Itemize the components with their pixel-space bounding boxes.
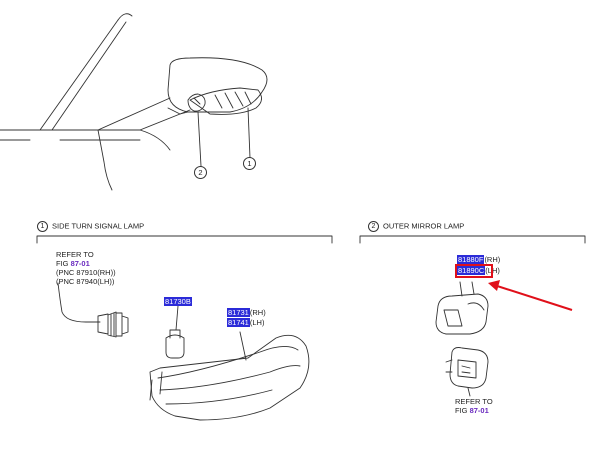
lh-suffix: (LH) [249,318,265,327]
callout-2-leader [197,111,202,167]
part-link-81890c[interactable]: 81890C [457,266,486,275]
highlight-box [455,264,493,278]
refer-to-label-right: REFER TO [455,397,493,406]
rh-suffix: (RH) [249,308,266,317]
fig-prefix: FIG [455,406,470,415]
mirror-lamp-shape [435,281,489,335]
part-link-81741[interactable]: 81741 [227,318,250,327]
wiring-harness [57,282,129,338]
part-number-lamp-lh[interactable]: 81741(LH) [227,318,264,327]
part-link-81730b[interactable]: 81730B [164,297,192,306]
part-link-81880f[interactable]: 81880F [457,255,485,264]
section-number-2: 2 [368,221,379,232]
pnc-lh-label: (PNC 87940(LH)) [56,277,115,286]
fig-link-87-01[interactable]: 87-01 [70,259,90,268]
part-number-mirror-rh[interactable]: 81880F(RH) [457,255,500,264]
mirror-housing [167,57,268,115]
section-outer-mirror: 2 OUTER MIRROR LAMP [368,221,464,232]
annotation-arrow [488,280,573,311]
pnc-rh-label: (PNC 87910(RH)) [56,268,116,277]
rh-suffix: (RH) [484,255,501,264]
section-side-turn-signal: 1 SIDE TURN SIGNAL LAMP [37,221,144,232]
part-number-bulb[interactable]: 81730B [164,297,192,306]
section-title-outer-mirror: OUTER MIRROR LAMP [383,221,465,231]
section-number-1: 1 [37,221,48,232]
section-title-side-turn-signal: SIDE TURN SIGNAL LAMP [52,221,145,231]
mirror-lamp-socket-shape [445,347,489,397]
fig-link-87-01-right[interactable]: 87-01 [469,406,489,415]
bulb-shape [165,305,185,359]
callout-1-leader [247,107,251,159]
fig-prefix: FIG [56,259,71,268]
outer-mirror-frame [359,235,586,244]
callout-1: 1 [243,157,256,170]
refer-to-label: REFER TO [56,250,94,259]
side-turn-signal-frame [36,235,333,244]
refer-fig-line-right[interactable]: FIG 87-01 [455,406,489,415]
callout-2: 2 [194,166,207,179]
turn-signal-lamp-shape [149,331,310,421]
part-link-81731[interactable]: 81731 [227,308,250,317]
car-body-outline [0,13,191,191]
refer-fig-line[interactable]: FIG 87-01 [56,259,90,268]
part-number-lamp-rh[interactable]: 81731(RH) [227,308,266,317]
